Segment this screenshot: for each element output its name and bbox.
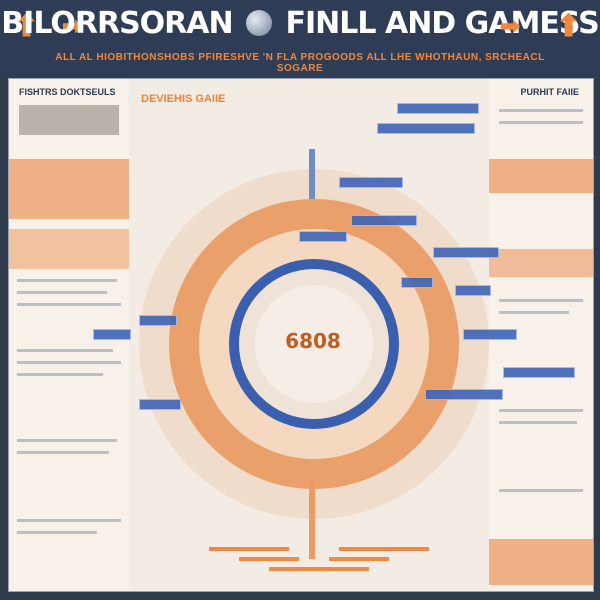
right-column-title: PURHIT FAIIE [520,87,579,97]
data-tag [503,367,575,378]
basketball-icon [246,9,273,36]
orange-band [489,159,593,193]
center-score: 6808 [285,329,341,353]
data-tag [397,103,479,114]
connector-line [309,479,315,559]
footer-bar [329,557,389,561]
text-line [17,291,107,294]
data-tag [139,315,177,326]
text-line [499,409,583,412]
footer-bar [209,547,289,551]
data-tag [433,247,499,258]
text-line [499,311,569,314]
text-line [499,421,577,424]
data-tag [351,215,417,226]
orange-band [489,249,593,277]
text-line [17,519,121,522]
header: ⬆ ➡ BILORRSORAN FINLL AND GAMESS ➡ ⬆ ALL… [0,0,600,78]
panel-label: DEVIEHIS GAIIE [141,93,226,105]
data-tag [463,329,517,340]
center-disc [255,285,373,403]
data-tag [377,123,475,134]
footer-bar [269,567,369,571]
text-line [17,531,97,534]
text-line [17,349,113,352]
title-right: FINLL AND GAMESS [285,6,600,41]
data-tag [455,285,491,296]
arrow-right-icon: ➡ [62,13,83,40]
connector-line [309,149,315,199]
arrow-up-icon: ⬆ [556,10,582,43]
text-line [499,489,583,492]
text-line [17,439,117,442]
text-line [499,299,583,302]
arrow-right-icon: ➡ [500,13,521,40]
data-tag [339,177,403,188]
text-line [499,121,583,124]
text-line [17,361,121,364]
text-line [499,109,583,112]
page-title: BILORRSORAN FINLL AND GAMESS [0,6,600,41]
orange-band [9,159,129,219]
text-line [17,451,109,454]
photo-placeholder [19,105,119,135]
text-line [17,303,121,306]
title-left: BILORRSORAN [1,6,233,41]
data-tag [401,277,433,288]
subtitle: ALL AL HIOBITHONSHOBS PFIRESHVE 'N FLA P… [55,52,545,74]
arrow-up-icon: ⬆ [14,10,40,43]
footer-bar [239,557,299,561]
left-column-title: FISHTRS DOKTSEULS [19,87,116,97]
data-tag [139,399,181,410]
data-tag [93,329,131,340]
data-tag [299,231,347,242]
footer-bar [339,547,429,551]
data-tag [425,389,503,400]
infographic-board: 6808 DEVIEHIS GAIIE FISHTRS DOKTSEULS PU… [8,78,594,592]
text-line [17,373,103,376]
text-line [17,279,117,282]
orange-hill [489,539,593,585]
orange-band [9,229,129,269]
